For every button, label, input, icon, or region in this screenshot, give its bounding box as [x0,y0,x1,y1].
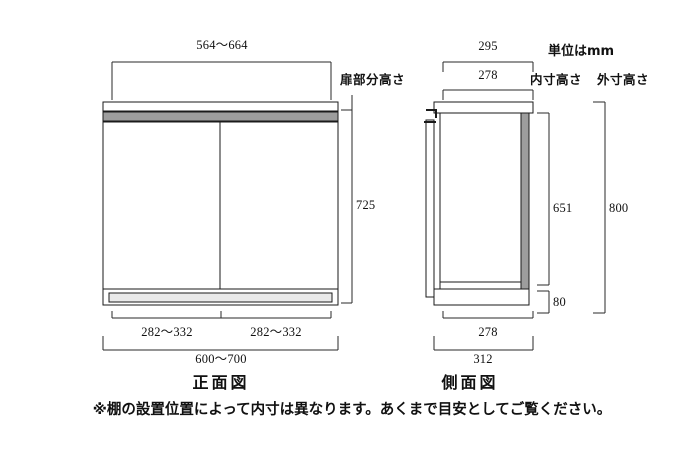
front-left-door-width-label: 282〜332 [141,325,193,339]
side-inner-depth-top-label: 278 [478,68,498,82]
side-inner-height-caption: 内寸高さ [530,72,583,87]
side-inner-height-value: 651 [553,201,573,215]
side-hinge-detail [424,109,437,123]
side-outer-depth-top-label: 295 [478,39,498,53]
front-right-door [219,121,339,290]
side-body [439,112,522,306]
side-outer-height-dimension [593,101,606,314]
side-inner-depth-dimension-bottom [442,311,534,319]
front-gray-rail [102,111,339,122]
side-inner-height-dimension [537,112,550,286]
front-door-widths-dimension [111,311,332,319]
side-inner-depth-dimension-top [442,89,534,100]
unit-note-label: 単位はmm [548,44,615,59]
side-view-title: 側面図 [441,373,499,392]
side-inner-depth-bottom-label: 278 [478,325,498,339]
front-left-door [102,121,221,290]
front-view-group [102,61,353,351]
side-back-panel [520,112,530,306]
side-door-panel [425,119,435,298]
front-base-inset [108,292,333,303]
front-top-cap [102,101,339,112]
side-base-height-value: 80 [553,295,566,309]
side-outer-height-caption: 外寸高さ [597,72,650,87]
side-base-plinth [433,288,530,306]
front-total-width-dimension [102,336,339,351]
footnote: ※棚の設置位置によって内寸は異なります。あくまで目安としてご覧ください。 [92,402,612,418]
side-outer-depth-bottom-label: 312 [473,352,493,366]
side-outer-depth-dimension [442,61,534,72]
front-door-width-label: 564〜664 [196,38,248,52]
side-outer-depth-dimension-bottom [433,336,534,351]
side-base-height-dimension [537,290,550,314]
side-view-group [424,61,606,351]
front-door-height-dimension [341,109,353,304]
front-door-width-dimension [111,61,332,100]
front-view-title: 正面図 [192,373,250,392]
front-door-height-value: 725 [356,198,376,212]
side-top-cap [433,101,534,114]
front-total-width-label: 600〜700 [195,352,247,366]
front-door-height-caption: 扉部分高さ [340,72,406,87]
front-right-door-width-label: 282〜332 [250,325,302,339]
side-outer-height-value: 800 [609,201,629,215]
